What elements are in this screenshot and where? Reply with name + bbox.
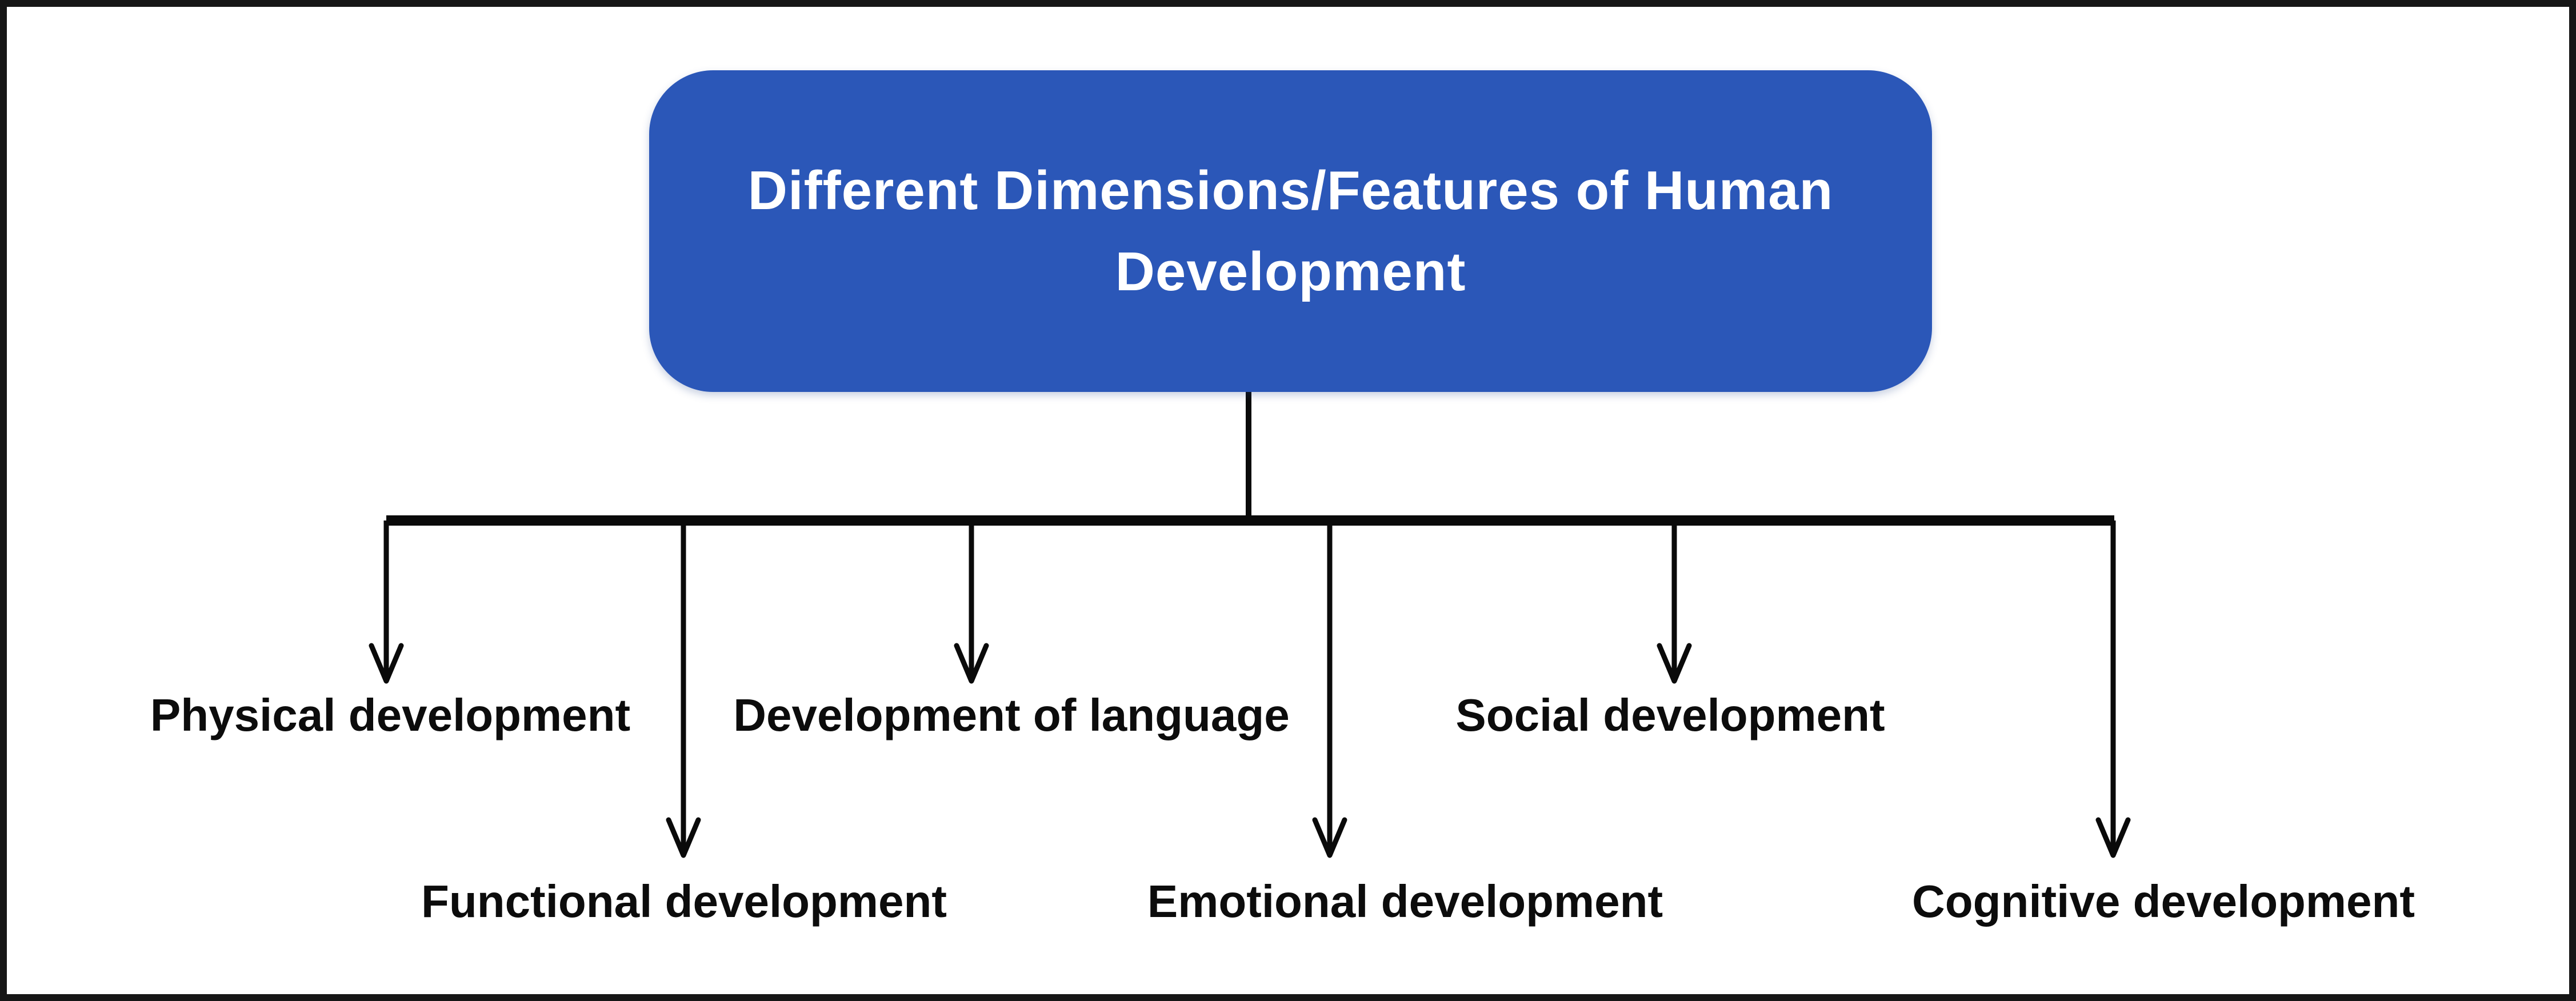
branch-label-social-development: Social development bbox=[1455, 690, 1885, 740]
root-title-line-2: Development bbox=[1115, 241, 1466, 302]
branch-label-physical-development: Physical development bbox=[150, 690, 631, 740]
branch-label-development-of-language: Development of language bbox=[733, 690, 1290, 740]
root-title-line-1: Different Dimensions/Features of Human bbox=[747, 160, 1834, 222]
arrowhead-down-icon bbox=[1312, 817, 1347, 858]
branch-label-functional-development: Functional development bbox=[421, 876, 947, 927]
branch-label-cognitive-development: Cognitive development bbox=[1911, 876, 2415, 927]
arrowhead-down-icon bbox=[1657, 643, 1692, 684]
arrowhead-down-icon bbox=[666, 817, 701, 858]
branch-label-emotional-development: Emotional development bbox=[1147, 876, 1663, 927]
arrowhead-down-icon bbox=[369, 643, 404, 684]
arrowhead-down-icon bbox=[2095, 817, 2131, 858]
root-title-box: Different Dimensions/Features of Human D… bbox=[649, 70, 1932, 392]
arrowhead-down-icon bbox=[954, 643, 989, 684]
